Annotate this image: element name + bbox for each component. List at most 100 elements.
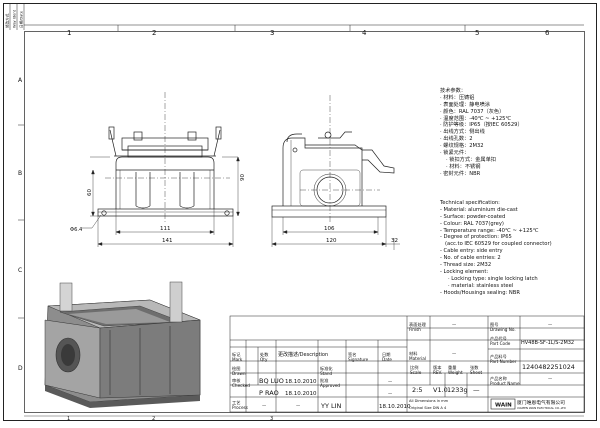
zone-letter: A [18,77,23,84]
spec-en-line: - Locking element: [440,268,489,275]
spec-cn-line: · 锁扣方式：金属单扣 [446,156,496,163]
spec-en-heading: Technical specification: [440,200,500,206]
company-subtitle: XIAMEN WAIN ELECTRICAL CO.,LTD [517,406,566,410]
spec-cn-line: · 表面处理：静电喷涂 [440,101,490,108]
spec-en-line: - Hoods/Housings sealing: NBR [440,289,520,296]
spec-cn-line: · 材料：压铸铝 [440,94,475,101]
spec-en-line: - Colour: RAL 7037(grey) [440,220,504,227]
zone-number: 1 [67,416,70,422]
title-block-grid [229,315,585,413]
rev-value: V1.0 [433,386,448,394]
zone-letter: D [18,365,23,372]
spec-cn-line: · 材料：不锈钢 [446,163,481,170]
header-description: 更改描述/Description [278,351,328,358]
company-logo: WAIN [490,398,516,410]
zone-letter: C [18,267,22,274]
sheet-value: — [473,386,480,394]
spec-en-line: · Locking type: single locking latch [448,275,538,282]
spec-cn-line: · 密封元件：NBR [440,170,481,177]
spec-cn-line: · 防护等级：IP65（按IEC 60529） [440,122,523,129]
spec-en-line: - Thread size: 2M32 [440,262,492,269]
logo-text: WAIN [495,403,512,409]
dim-width-outer: 141 [162,238,173,244]
spec-en-line: - No. of cable entries: 2 [440,255,501,262]
revision-tab-label: 修改方式 [5,13,10,28]
spec-cn-line: · 出线方式：侧出线 [440,129,485,136]
part-number-value: 12404822510​24 [522,363,575,371]
front-view-dimensions [82,156,240,247]
spec-en-line: - Surface: powder-coated [440,213,506,220]
revision-tab-label: Way Ident [13,9,17,28]
revision-tabs: 修改方式 Way Ident 日期/Date [5,4,25,30]
spec-cn-line: · 螺纹规格：2M32 [440,143,484,150]
product-render [44,281,201,408]
part-code-value: HV48B-SF-1L/S-2M32 [521,340,574,346]
product-name-value: — [548,376,552,381]
row-drawn-date: 18.10.2010 [285,379,317,385]
spec-en-line: (acc.to IEC 60529 for coupled connector) [445,241,552,248]
spec-en-line: - Temperature range: -40℃ ~ +125℃ [440,227,539,234]
dim-hole: Φ6.4 [70,227,83,233]
spec-en-block: Technical specification: - Material: alu… [440,200,552,296]
spec-en-line: - Material: aluminium die-cast [440,206,518,213]
spec-cn-block: 技术参数： · 材料：压铸铝 · 表面处理：静电喷涂 · 颜色：RAL 7037… [440,88,523,178]
sheet-border [3,3,597,421]
spec-cn-line: · 颜色：RAL 7037（灰色） [440,108,505,115]
row-process-approver: YY LIN [320,402,342,410]
spec-cn-line: · 出线孔数：2 [440,136,473,143]
bottom-zone-strip: 1 2 3 [24,415,584,422]
zone-number: 2 [152,416,155,422]
spec-cn-line: · 锁紧元件： [440,150,470,157]
row-drawn-name: BQ LUO [259,377,284,385]
zone-number: 3 [270,29,274,37]
dim-height-right: 90 [240,174,246,181]
zone-number: 1 [67,29,71,37]
revision-tab-label: 日期/Date [19,10,24,28]
front-view [97,92,234,222]
side-view-dimensions [271,217,400,250]
row-process-date: — [296,403,300,408]
company-name: 厦门唯恩电气有限公司 [517,399,565,406]
spec-cn-heading: 技术参数： [440,88,466,94]
row-drawn-value2: — [388,379,392,384]
weight-value: 1233g [447,386,468,394]
zone-number: 6 [545,29,550,37]
row-process-approver-date: 18.10.2010 [379,404,411,410]
dims-note: All Dimensions in mm [409,399,449,403]
spec-cn-line: · 温度范围：-40℃ ~ +125℃ [440,115,512,122]
material-value: — [452,351,456,356]
zone-letter: B [18,170,22,177]
dim-height-left: 60 [87,189,93,196]
left-zone-strip: A B C D [18,77,24,372]
drawing-frame [24,31,585,413]
zone-number: 4 [362,29,367,37]
spec-en-line: - Cable entry: side entry [440,248,503,255]
finish-value: — [452,322,456,327]
dim-side-base: 106 [324,226,335,232]
row-checked-name: P RAO [259,389,279,397]
spec-en-line: - Degree of protection: IP65 [440,234,512,241]
row-checked-value2: — [388,391,392,396]
zone-number: 2 [152,29,156,37]
drawing-no-value: — [548,322,552,327]
dims-note: Original Size DIN A 4 [409,406,447,410]
zone-number: 5 [475,29,479,37]
